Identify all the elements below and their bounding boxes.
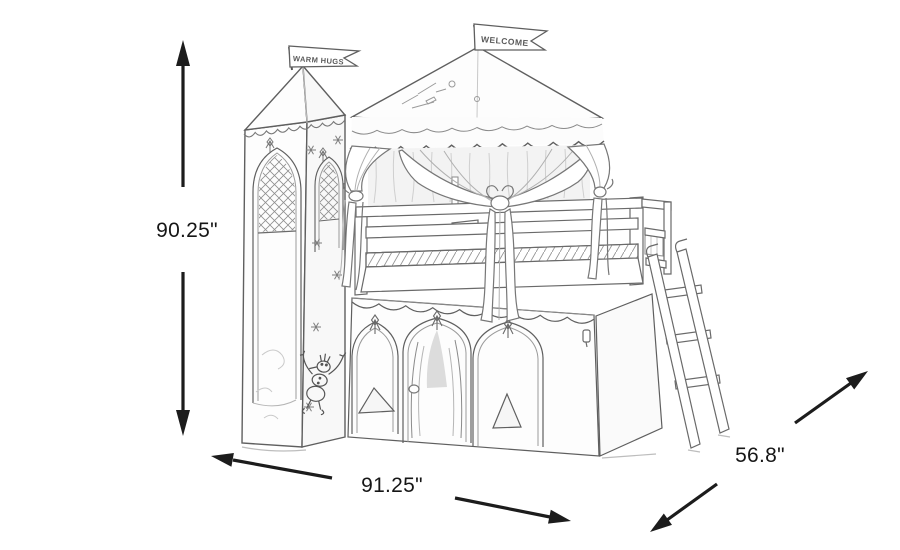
ladder (645, 238, 730, 449)
snowflake-decorations (304, 135, 343, 412)
guardrail-lower-slat (365, 217, 639, 239)
platform-band (360, 257, 644, 293)
canopy-roof (349, 46, 605, 155)
tower-side-window (314, 156, 344, 252)
underbed-tent (347, 293, 663, 457)
rear-right-post (663, 201, 672, 275)
width-dimension-label: 91.25" (361, 474, 423, 497)
tent-arch-right (472, 321, 544, 447)
tower-front-window (252, 147, 302, 407)
tower-flag: WARM HUGS (288, 45, 362, 71)
bed-frame (354, 196, 672, 296)
end-slat-1 (644, 227, 666, 239)
depth-dimension-label: 56.8" (735, 444, 785, 467)
tent-arch-middle (402, 317, 472, 443)
olaf-figure (299, 350, 347, 416)
width-arrow (211, 453, 571, 524)
dimension-arrows (176, 40, 868, 532)
tower-ornaments (265, 137, 328, 162)
canopy-flag: WELCOME (473, 23, 549, 51)
depth-arrow (650, 371, 868, 532)
skirt-side-panel (595, 293, 663, 457)
ground-shadows (241, 434, 731, 459)
ladder-left-rail (647, 253, 701, 449)
curtain-middle (398, 146, 596, 323)
tower-scallop-trim (243, 119, 346, 138)
castle-tower (241, 63, 347, 448)
ice-swirls (255, 349, 285, 420)
height-arrow (176, 40, 190, 436)
tower-flag-label: WARM HUGS (293, 54, 345, 67)
curtain-tieback (408, 384, 420, 394)
curtain-right (566, 143, 614, 280)
arch-finials (369, 310, 514, 338)
height-dimension-label: 90.25" (156, 219, 218, 242)
ladder-right-rail (676, 248, 730, 434)
curtain-left (338, 145, 392, 291)
canopy-flag-label: WELCOME (481, 34, 530, 48)
canopy-curtains (338, 143, 614, 323)
zipper-tag (582, 329, 591, 348)
